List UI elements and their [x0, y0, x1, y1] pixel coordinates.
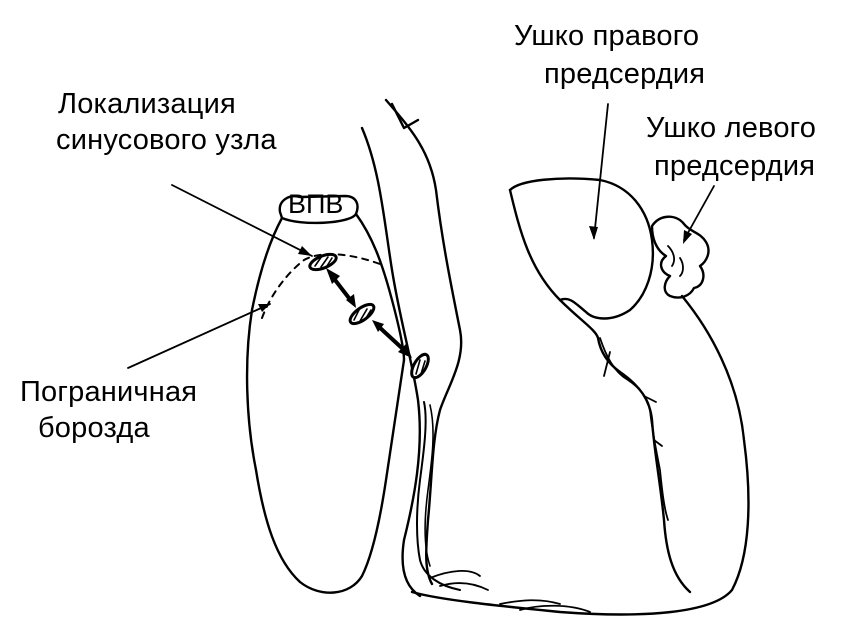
sinus-node-middle	[348, 302, 376, 326]
left-auricle-label-line2: предсердия	[654, 150, 816, 182]
left-heart-outline	[508, 188, 692, 594]
groove-line-2	[424, 404, 434, 567]
left-auricle-label-line1: Ушко левого	[646, 112, 817, 144]
right-atrium-outline	[245, 216, 406, 594]
svc-right-wall	[354, 212, 406, 362]
leader-arrowheads	[258, 226, 692, 312]
sinus-node-upper	[308, 252, 338, 272]
sinus-node-label-line1: Локализация	[58, 88, 236, 120]
aorta-tip	[390, 102, 420, 130]
leader-left-auricle	[683, 185, 715, 241]
leader-lines	[127, 103, 715, 369]
groove-line	[416, 401, 461, 591]
sinus-node-hatch	[314, 255, 426, 375]
svc-label: ВПВ	[288, 189, 344, 219]
coronary-vessel	[599, 337, 669, 521]
sinus-node-marks	[308, 252, 430, 380]
leader-border-groove	[127, 303, 271, 369]
border-groove-label-line1: Пограничная	[20, 376, 198, 408]
right-auricle-label-line1: Ушко правого	[514, 20, 700, 52]
arrow-heads	[326, 268, 412, 358]
border-groove-label-line2: борозда	[38, 412, 150, 444]
svc-vessel	[278, 194, 359, 225]
left-heart-outer	[410, 294, 750, 616]
sinus-node-label-line2: синусового узла	[56, 124, 277, 156]
border-groove-dashed	[261, 253, 381, 319]
aorta-outline	[360, 126, 422, 598]
coronary-branch	[603, 351, 663, 447]
left-auricle-inner	[667, 245, 684, 277]
right-auricle	[508, 177, 655, 320]
bottom-vessel	[429, 570, 591, 613]
right-auricle-label-line2: предсердия	[544, 58, 706, 90]
sinus-node-lower	[410, 352, 430, 380]
leader-right-auricle	[593, 103, 609, 239]
aorta-right-outline	[384, 98, 463, 586]
leader-sinus-node	[171, 184, 313, 257]
